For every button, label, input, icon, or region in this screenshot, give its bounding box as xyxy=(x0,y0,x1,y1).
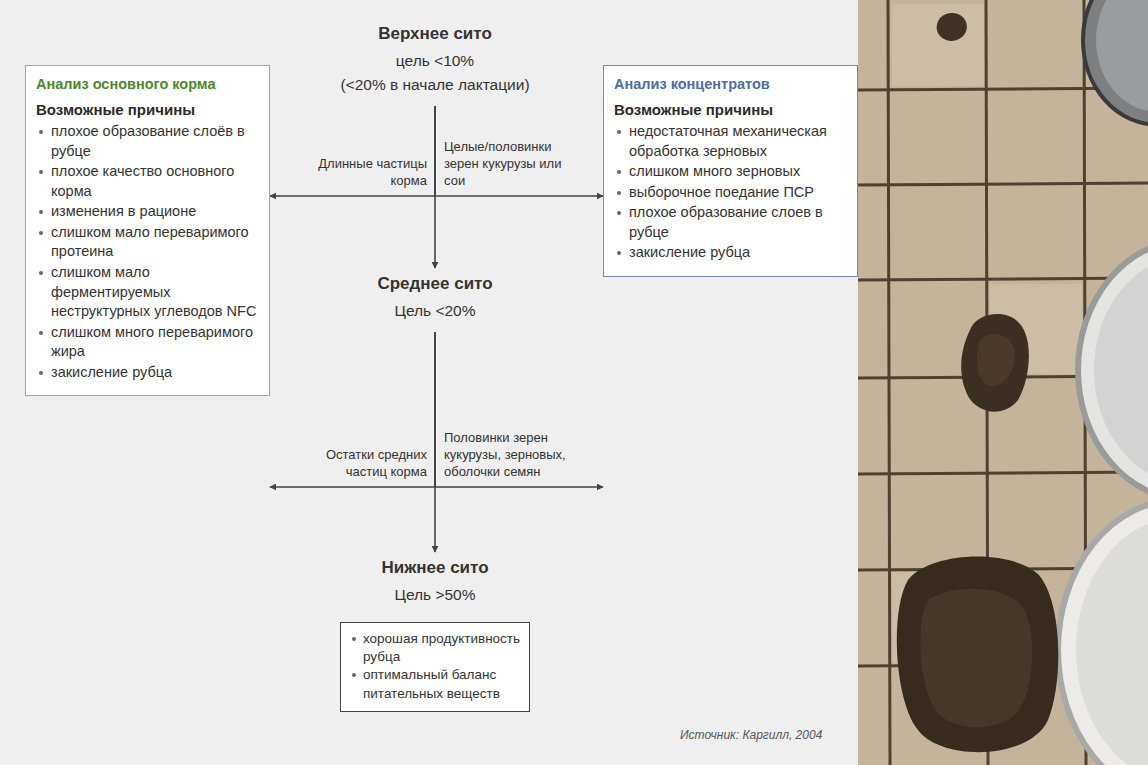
bullet-item: слишком много переваримого жира xyxy=(36,323,259,362)
sieve-goal: цель <10% xyxy=(329,52,541,70)
flow-arrow xyxy=(435,332,603,487)
bullet-item: оптимальный баланс питательных веществ xyxy=(349,666,521,702)
arrow-label: Остатки средних частиц корма xyxy=(287,447,427,481)
bullet-item: изменения в рационе xyxy=(36,202,259,222)
flow-arrow xyxy=(434,106,436,268)
info-box: Анализ основного кормаВозможные причины п… xyxy=(25,65,270,396)
bullet-item: слишком много зерновых xyxy=(614,162,847,182)
box-subtitle: Возможные причины xyxy=(36,101,259,118)
flow-arrow xyxy=(270,332,435,487)
sieve-photo xyxy=(858,0,1148,765)
box-title: Анализ концентратов xyxy=(614,76,847,92)
sieve-goal: Цель >50% xyxy=(339,586,531,604)
bullet-item: слишком мало переваримого протеина xyxy=(36,223,259,262)
box-subtitle: Возможные причины xyxy=(614,101,847,118)
flow-arrow xyxy=(435,106,603,196)
source-note: Источник: Каргилл, 2004 xyxy=(680,728,822,742)
flow-arrow xyxy=(270,106,435,196)
sieve-goal: (<20% в начале лактации) xyxy=(329,76,541,94)
bullet-item: плохое образование слоев в рубце xyxy=(614,203,847,242)
sieve-node: Среднее ситоЦель <20% xyxy=(335,268,535,332)
arrow-label: Половинки зерен кукурузы, зерновых, обол… xyxy=(444,430,584,481)
sieve-node: Нижнее ситоЦель >50% xyxy=(335,552,535,616)
flow-arrow xyxy=(434,332,436,552)
info-box: Анализ концентратовВозможные причины недо… xyxy=(603,65,858,277)
sieve-heading: Среднее сито xyxy=(339,274,531,294)
sieve-heading: Нижнее сито xyxy=(339,558,531,578)
sieve-heading: Верхнее сито xyxy=(329,24,541,44)
sieve-goal: Цель <20% xyxy=(339,302,531,320)
bullet-item: выборочное поедание ПСР xyxy=(614,183,847,203)
bullet-item: плохое качество основного корма xyxy=(36,162,259,201)
sieve-node: Верхнее сито цель <10% (<20% в начале лакт… xyxy=(325,18,545,106)
bullet-item: закисление рубца xyxy=(614,243,847,263)
bullet-item: хорошая продуктивность рубца xyxy=(349,630,521,666)
bullet-item: слишком мало ферментируемых неструктурны… xyxy=(36,263,259,322)
box-title: Анализ основного корма xyxy=(36,76,259,92)
bullet-item: плохое образование слоёв в рубце xyxy=(36,122,259,161)
arrow-label: Целые/половинки зерен кукурузы или сои xyxy=(444,139,584,190)
bullet-item: недостаточная механическая обработка зер… xyxy=(614,122,847,161)
bullet-item: закисление рубца xyxy=(36,363,259,383)
info-box: хорошая продуктивность рубцаоптимальный … xyxy=(340,622,530,712)
arrow-label: Длинные частицы корма xyxy=(287,156,427,190)
